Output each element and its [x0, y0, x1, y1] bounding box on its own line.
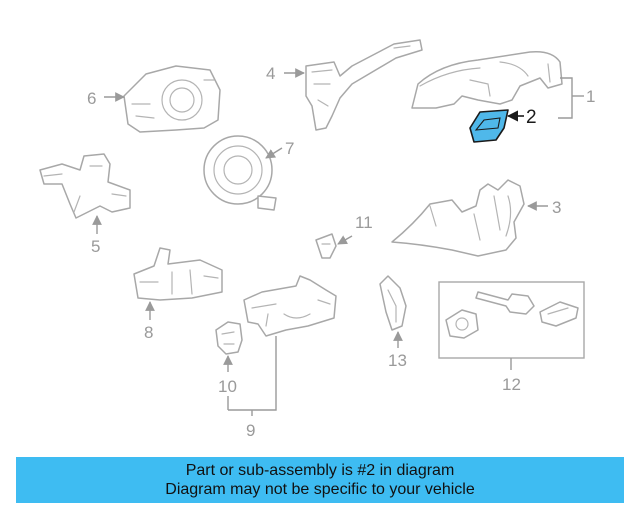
part-4-wiper-switch[interactable]: [305, 39, 423, 131]
callout-label-9: 9: [246, 421, 255, 440]
callout-4: 4: [266, 64, 305, 83]
callout-label-7: 7: [285, 139, 294, 158]
callout-label-5: 5: [91, 237, 100, 256]
part-9-lock-housing[interactable]: [243, 275, 337, 337]
callout-label-4: 4: [266, 64, 275, 83]
callout-label-3: 3: [552, 198, 561, 217]
callout-3: 3: [527, 198, 561, 217]
part-6-column-module[interactable]: [123, 65, 221, 133]
part-5-turn-signal-switch[interactable]: [39, 153, 131, 219]
callout-5: 5: [91, 215, 102, 256]
part-1-upper-column-cover[interactable]: [411, 50, 563, 109]
banner-line-1: Part or sub-assembly is #2 in diagram: [185, 462, 455, 479]
part-2-highlighted[interactable]: [469, 109, 509, 143]
callout-label-1: 1: [586, 87, 595, 106]
callout-2: 2: [506, 107, 537, 128]
callout-10: 10: [218, 355, 237, 410]
part-7-clock-spring[interactable]: [203, 135, 277, 211]
callout-7: 7: [265, 139, 294, 159]
callout-label-12: 12: [502, 375, 521, 394]
callout-label-8: 8: [144, 323, 153, 342]
callout-1: 1: [558, 77, 595, 119]
callout-label-2: 2: [526, 107, 537, 128]
callout-label-10: 10: [218, 377, 237, 396]
callout-label-13: 13: [388, 351, 407, 370]
part-8-bracket[interactable]: [133, 247, 223, 301]
parts-diagram: 1 2 3 4 5 6: [39, 39, 595, 440]
part-12-key-set[interactable]: [438, 281, 585, 359]
callout-12: 12: [502, 358, 521, 394]
callout-11: 11: [337, 213, 373, 245]
part-11-clip[interactable]: [315, 233, 337, 259]
banner-line-2: Diagram may not be specific to your vehi…: [165, 481, 475, 498]
part-3-lower-column-cover[interactable]: [391, 179, 525, 257]
callout-13: 13: [388, 331, 407, 370]
part-10-small-bracket[interactable]: [215, 321, 243, 355]
part-13-trim[interactable]: [379, 275, 407, 331]
callout-9: 9: [228, 336, 277, 440]
callout-label-11: 11: [355, 213, 373, 232]
info-banner: Part or sub-assembly is #2 in diagram Di…: [16, 457, 624, 503]
callout-label-6: 6: [87, 89, 96, 108]
callout-8: 8: [144, 301, 155, 342]
callout-6: 6: [87, 89, 125, 108]
